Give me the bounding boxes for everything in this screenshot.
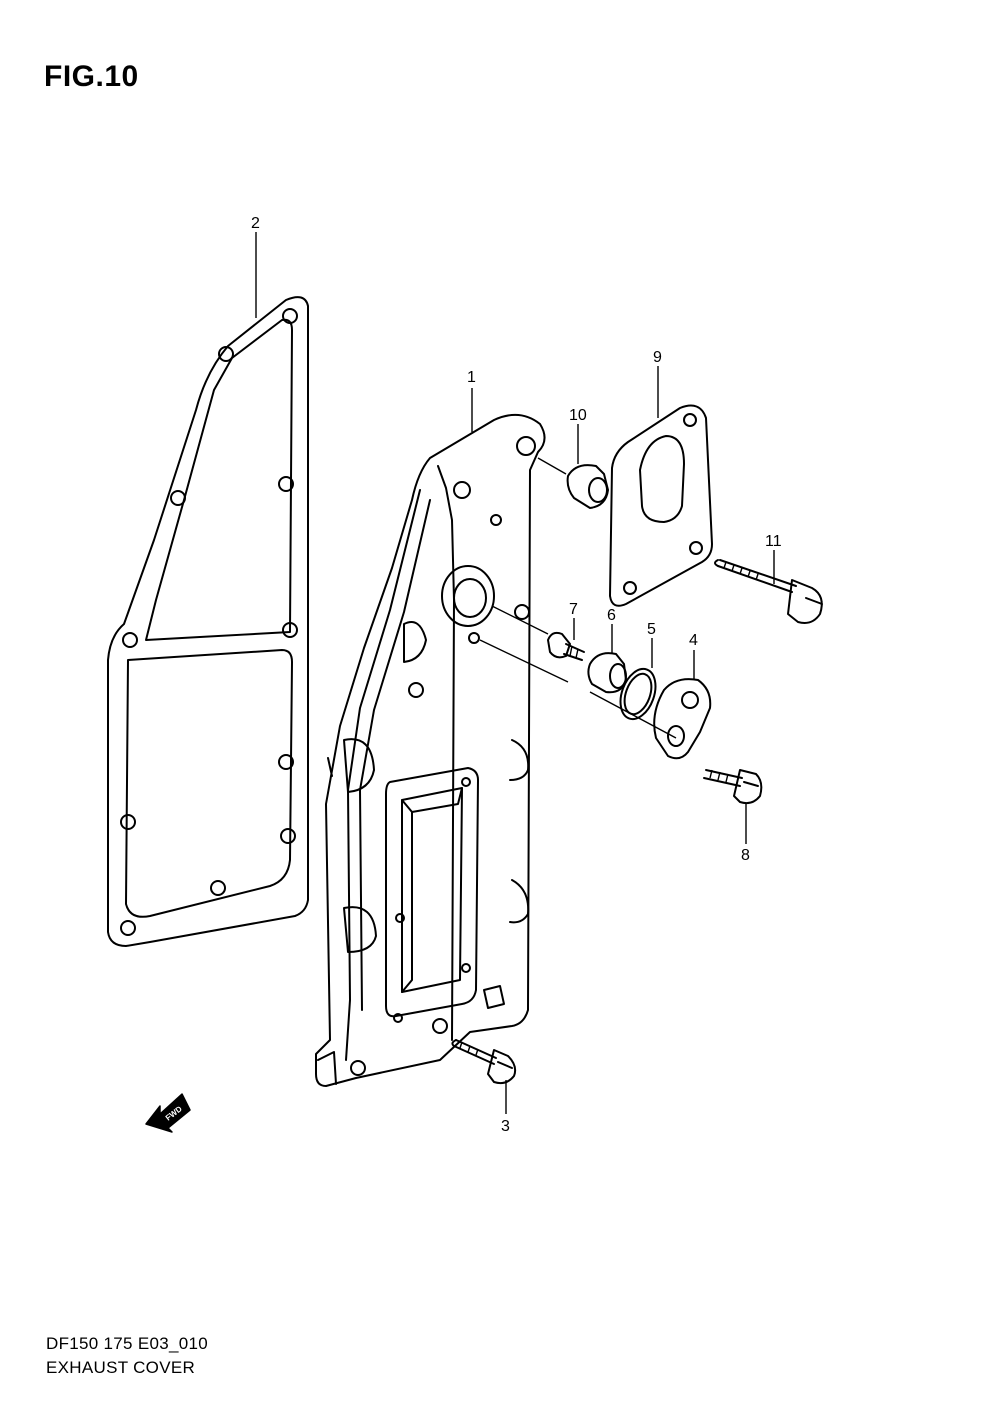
part-7-stud[interactable] xyxy=(547,631,585,661)
callout-1: 1 xyxy=(467,369,476,386)
diagram-name: EXHAUST COVER xyxy=(46,1358,196,1377)
figure-title: FIG.10 xyxy=(44,60,139,93)
forward-direction-arrow: FWD xyxy=(145,1093,191,1133)
part-2-gasket[interactable] xyxy=(107,296,309,947)
callout-11: 11 xyxy=(765,533,782,550)
part-3-bolt[interactable] xyxy=(451,1039,517,1085)
callout-10: 10 xyxy=(569,407,587,424)
part-1-exhaust-cover[interactable] xyxy=(315,413,546,1087)
guide-line-upper xyxy=(491,605,549,635)
part-6-spacer[interactable] xyxy=(587,652,627,694)
callout-8: 8 xyxy=(741,847,750,864)
callout-5: 5 xyxy=(647,621,656,638)
part-4-retainer[interactable] xyxy=(653,678,712,760)
part-9-plate[interactable] xyxy=(609,404,713,607)
callout-4: 4 xyxy=(689,632,698,649)
callout-3: 3 xyxy=(501,1118,510,1135)
diagram-code: DF150 175 E03_010 xyxy=(46,1334,209,1353)
callout-9: 9 xyxy=(653,349,662,366)
part-10-spacer[interactable] xyxy=(537,457,609,509)
callout-2: 2 xyxy=(251,215,260,232)
callout-6: 6 xyxy=(607,607,616,624)
leader-lines xyxy=(255,232,775,1114)
part-11-bolt[interactable] xyxy=(714,559,823,624)
guide-line-lower xyxy=(479,639,677,739)
part-8-bolt[interactable] xyxy=(703,769,763,805)
callout-7: 7 xyxy=(569,601,578,618)
